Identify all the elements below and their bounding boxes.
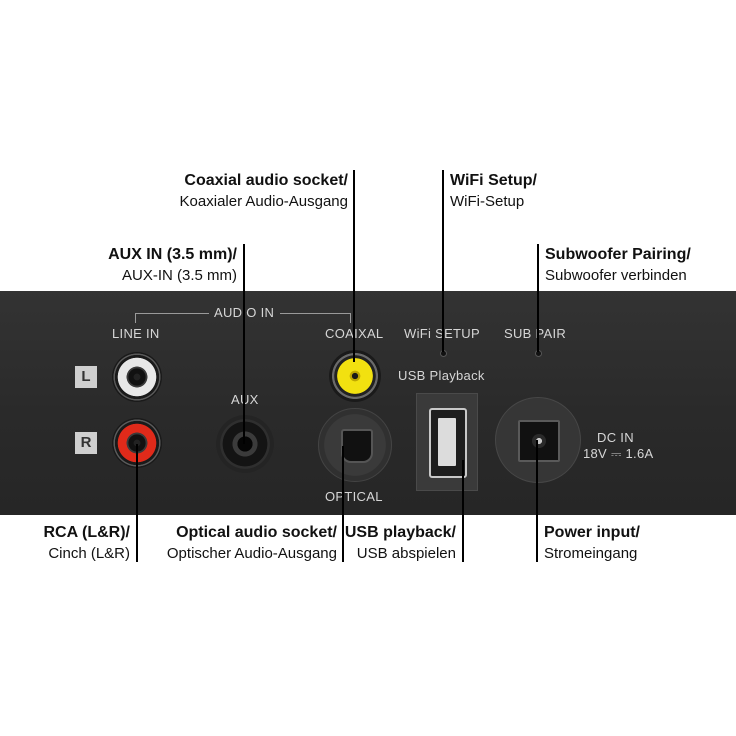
subwoofer-callout: Subwoofer Pairing/ Subwoofer verbinden [545, 244, 691, 286]
wifi-callout-subtitle: WiFi-Setup [450, 193, 525, 210]
wifi-callout-title: WiFi Setup/ [450, 172, 537, 189]
aux-callout: AUX IN (3.5 mm)/ AUX-IN (3.5 mm) [108, 244, 237, 286]
rca-leader-line [136, 444, 138, 562]
device-back-panel [0, 291, 736, 515]
wifi-setup-label: WiFi SETUP [404, 326, 480, 341]
usb-callout-title: USB playback/ [344, 524, 456, 541]
audio-in-group-line-right-drop [350, 313, 351, 323]
subwoofer-callout-title: Subwoofer Pairing/ [545, 246, 691, 263]
dc-in-label: DC IN [597, 430, 634, 445]
optical-label: OPTICAL [325, 489, 383, 504]
rca-callout-title: RCA (L&R)/ [43, 524, 131, 541]
usb-port-well [416, 393, 478, 491]
subwoofer-callout-subtitle: Subwoofer verbinden [545, 267, 687, 284]
optical-leader-line [342, 446, 344, 562]
usb-port[interactable] [429, 408, 467, 478]
aux-leader-line [243, 244, 245, 444]
subwoofer-leader-line [537, 244, 539, 352]
aux-callout-subtitle: AUX-IN (3.5 mm) [121, 267, 237, 284]
optical-callout-subtitle: Optischer Audio-Ausgang [166, 545, 337, 562]
left-channel-badge: L [75, 366, 97, 388]
coaxial-callout-title: Coaxial audio socket/ [184, 172, 348, 189]
usb-playback-label: USB Playback [398, 368, 485, 383]
audio-in-group-line-right [280, 313, 350, 314]
wifi-leader-line [442, 170, 444, 352]
wifi-callout: WiFi Setup/ WiFi-Setup [450, 170, 537, 212]
right-channel-badge: R [75, 432, 97, 454]
usb-callout-subtitle: USB abspielen [356, 545, 456, 562]
coaxial-callout-subtitle: Koaxialer Audio-Ausgang [179, 193, 348, 210]
power-callout-subtitle: Stromeingang [544, 545, 638, 562]
rca-left-jack[interactable] [112, 352, 162, 402]
audio-in-group-line-left [135, 313, 209, 314]
power-leader-line [536, 440, 538, 562]
optical-jack[interactable] [318, 408, 392, 482]
coaxial-callout: Coaxial audio socket/ Koaxialer Audio-Au… [180, 170, 348, 212]
aux-callout-title: AUX IN (3.5 mm)/ [108, 246, 237, 263]
dc-power-pin [532, 434, 546, 448]
dc-in-well [495, 397, 581, 483]
dc-power-jack[interactable] [518, 420, 560, 462]
optical-callout: Optical audio socket/ Optischer Audio-Au… [167, 522, 337, 564]
power-callout: Power input/ Stromeingang [544, 522, 640, 564]
audio-in-group-line-left-drop [135, 313, 136, 323]
sub-pair-label: SUB PAIR [504, 326, 567, 341]
optical-callout-title: Optical audio socket/ [176, 524, 337, 541]
coaxial-jack[interactable] [329, 350, 381, 402]
rca-callout-subtitle: Cinch (L&R) [48, 545, 130, 562]
power-callout-title: Power input/ [544, 524, 640, 541]
line-in-label: LINE IN [112, 326, 160, 341]
aux-jack[interactable] [216, 415, 274, 473]
coaxial-leader-line [353, 170, 355, 362]
usb-callout: USB playback/ USB abspielen [345, 522, 456, 564]
optical-port-shutter [341, 429, 373, 463]
rca-callout: RCA (L&R)/ Cinch (L&R) [44, 522, 131, 564]
usb-leader-line [462, 460, 464, 562]
usb-port-tongue [438, 418, 456, 466]
dc-rating-label: 18V ⎓ 1.6A [583, 446, 654, 461]
